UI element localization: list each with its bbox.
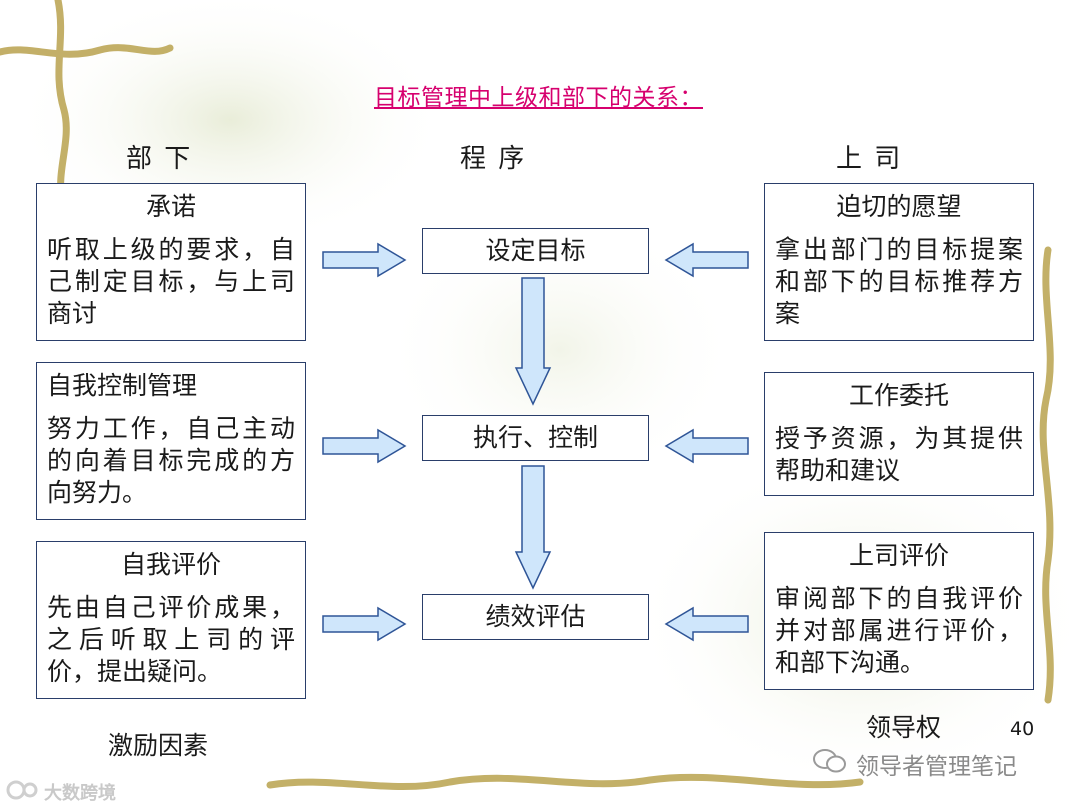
box-title: 承诺 — [145, 192, 196, 221]
wechat-watermark-text: 领导者管理笔记 — [856, 754, 1017, 780]
box-body: 努力工作，自己主动的向着目标完成的方向努力。 — [47, 414, 295, 507]
box-body: 听取上级的要求，自己制定目标，与上司商讨 — [47, 235, 295, 328]
box-body: 先由自己评价成果，之后听取上司的评价，提出疑问。 — [47, 593, 295, 686]
box-body: 审阅部下的自我评价并对部属进行评价，和部下沟通。 — [775, 584, 1023, 677]
subordinate-box-commitment: 承诺 听取上级的要求，自己制定目标，与上司商讨 — [36, 183, 306, 341]
box-title: 迫切的愿望 — [836, 192, 962, 221]
column-header-superior: 上 司 — [836, 144, 903, 174]
superior-box-delegation: 工作委托 授予资源，为其提供帮助和建议 — [764, 372, 1034, 496]
box-body: 授予资源，为其提供帮助和建议 — [775, 424, 1023, 485]
box-title: 上司评价 — [848, 541, 949, 570]
box-title: 工作委托 — [848, 381, 949, 410]
subordinate-box-self-evaluation: 自我评价 先由自己评价成果，之后听取上司的评价，提出疑问。 — [36, 541, 306, 699]
process-box-execute-control: 执行、控制 — [422, 415, 649, 461]
page-title: 目标管理中上级和部下的关系： — [374, 85, 703, 111]
page-number: 40 — [1010, 718, 1035, 740]
box-title: 自我控制管理 — [47, 371, 198, 400]
subordinate-box-self-control: 自我控制管理 努力工作，自己主动的向着目标完成的方向努力。 — [36, 362, 306, 520]
process-box-set-goals: 设定目标 — [422, 228, 649, 274]
process-box-performance-evaluation: 绩效评估 — [422, 594, 649, 640]
column-header-procedure: 程 序 — [460, 144, 527, 174]
footer-leadership-label: 领导权 — [866, 713, 942, 742]
box-title: 自我评价 — [120, 550, 221, 579]
wechat-icon — [812, 748, 848, 774]
superior-box-evaluation: 上司评价 审阅部下的自我评价并对部属进行评价，和部下沟通。 — [764, 532, 1034, 690]
footer-motivation-label: 激励因素 — [108, 731, 209, 760]
superior-box-aspiration: 迫切的愿望 拿出部门的目标提案和部下的目标推荐方案 — [764, 183, 1034, 341]
column-header-subordinate: 部 下 — [126, 144, 193, 174]
box-body: 拿出部门的目标提案和部下的目标推荐方案 — [775, 235, 1023, 328]
corner-logo-icon — [6, 778, 42, 802]
corner-watermark-text: 大数跨境 — [44, 783, 116, 804]
